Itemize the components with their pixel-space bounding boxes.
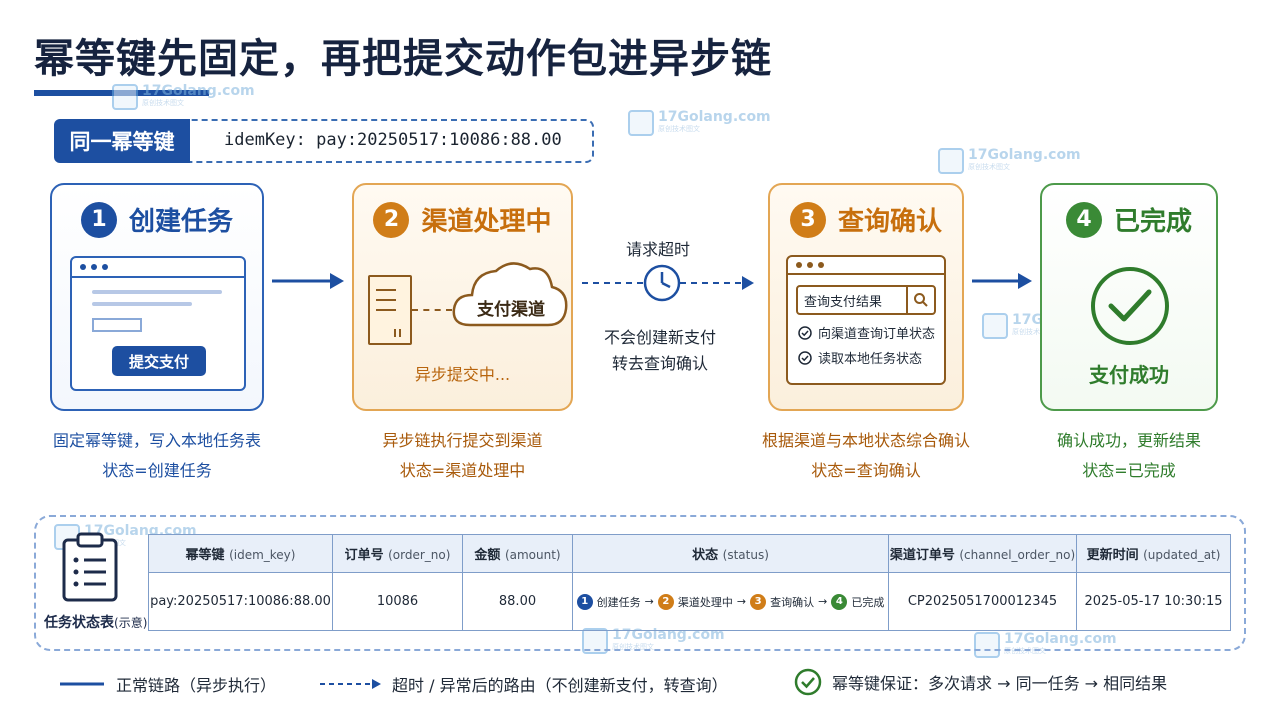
- check-circle-icon: [798, 350, 812, 365]
- step-number: 1: [80, 201, 117, 238]
- column-header: 订单号 (order_no): [332, 534, 463, 573]
- step-number: 4: [1065, 201, 1102, 238]
- step-title: 已完成: [1113, 207, 1192, 237]
- step-number: 2: [373, 201, 410, 238]
- legend-abnormal: 超时 / 异常后的路由（不创建新支付，转查询）: [320, 672, 728, 696]
- timeout-note: 不会创建新支付: [604, 328, 717, 347]
- task-table-label: 任务状态表(示意): [44, 615, 148, 631]
- clock-icon: [643, 264, 681, 302]
- column-header: 更新时间 (updated_at): [1076, 534, 1231, 573]
- timeout-note: 转去查询确认: [612, 354, 709, 373]
- query-search-box[interactable]: 查询支付结果: [796, 285, 936, 315]
- watermark-logo-icon: [628, 110, 654, 136]
- step-card-create-task: 1 创建任务 提交支付: [50, 183, 264, 411]
- status-step-2-icon: 2: [657, 593, 674, 610]
- step-card-completed: 4 已完成 支付成功: [1040, 183, 1218, 411]
- status-step-3-icon: 3: [750, 593, 767, 610]
- watermark-logo-icon: [938, 148, 964, 174]
- column-header: 幂等键 (idem_key): [148, 534, 333, 573]
- legend-guarantee: 幂等键保证：多次请求 → 同一任务 → 相同结果: [794, 668, 1167, 696]
- submit-payment-button[interactable]: 提交支付: [112, 346, 206, 376]
- step-caption: 固定幂等键，写入本地任务表状态=创建任务: [52, 431, 261, 480]
- idem-key-value: idemKey: pay:20250517:10086:88.00: [224, 130, 562, 150]
- search-icon[interactable]: [906, 287, 934, 313]
- legend-normal: 正常链路（异步执行）: [60, 672, 276, 696]
- server-icon: [368, 275, 412, 345]
- arrow-right-icon: [272, 273, 344, 289]
- step-title: 创建任务: [128, 207, 233, 237]
- clipboard-icon: [62, 532, 118, 602]
- column-header: 状态 (status): [572, 534, 889, 573]
- cell-idem-key: pay:20250517:10086:88.00: [148, 572, 333, 631]
- browser-window-icon: 提交支付: [70, 256, 246, 391]
- cell-order-no: 10086: [332, 572, 463, 631]
- step-title: 渠道处理中: [421, 207, 552, 237]
- server-cloud-connector: [412, 309, 452, 311]
- step-title: 查询确认: [837, 207, 942, 237]
- check-item: 向渠道查询订单状态: [798, 323, 935, 342]
- check-circle-icon: [794, 668, 822, 696]
- watermark-logo-icon: [112, 84, 138, 110]
- idem-key-label: 同一幂等键: [54, 119, 190, 163]
- async-status-text: 异步提交中...: [414, 365, 511, 384]
- status-step-1-icon: 1: [576, 593, 593, 610]
- column-header: 渠道订单号 (channel_order_no): [888, 534, 1077, 573]
- watermark-logo-icon: [982, 313, 1008, 339]
- column-header: 金额 (amount): [462, 534, 573, 573]
- step-caption: 根据渠道与本地状态综合确认状态=查询确认: [761, 431, 970, 480]
- success-check-icon: [1091, 267, 1169, 345]
- step-card-query-confirm: 3 查询确认 查询支付结果 向渠道查询订单状态 读取本地任务状态: [768, 183, 964, 411]
- check-item: 读取本地任务状态: [798, 348, 922, 367]
- cell-updated-at: 2025-05-17 10:30:15: [1076, 572, 1231, 631]
- step-card-channel-processing: 2 渠道处理中 支付渠道 异步提交中...: [352, 183, 573, 411]
- step-caption: 确认成功，更新结果状态=已完成: [1056, 431, 1201, 480]
- table-header-row: 幂等键 (idem_key) 订单号 (order_no) 金额 (amount…: [148, 534, 1231, 573]
- page-title: 幂等键先固定，再把提交动作包进异步链: [34, 36, 772, 82]
- step-number: 3: [789, 201, 826, 238]
- title-underline: [34, 90, 209, 96]
- status-step-4-icon: 4: [831, 593, 848, 610]
- timeout-dashed-arrow: [582, 276, 754, 290]
- payment-channel-label: 支付渠道: [477, 300, 545, 320]
- cloud-icon: [452, 262, 568, 327]
- dashed-arrow-icon: [320, 679, 381, 689]
- timeout-label: 请求超时: [626, 240, 691, 259]
- check-circle-icon: [798, 325, 812, 340]
- solid-line-icon: [60, 682, 104, 686]
- cell-channel-order-no: CP2025051700012345: [888, 572, 1077, 631]
- cell-amount: 88.00: [462, 572, 573, 631]
- query-panel: 查询支付结果 向渠道查询订单状态 读取本地任务状态: [786, 255, 946, 385]
- task-state-table: 幂等键 (idem_key) 订单号 (order_no) 金额 (amount…: [148, 534, 1231, 631]
- task-table-section: [34, 515, 1246, 651]
- arrow-right-icon: [972, 273, 1032, 289]
- payment-success-text: 支付成功: [1089, 363, 1169, 387]
- step-caption: 异步链执行提交到渠道状态=渠道处理中: [382, 431, 543, 480]
